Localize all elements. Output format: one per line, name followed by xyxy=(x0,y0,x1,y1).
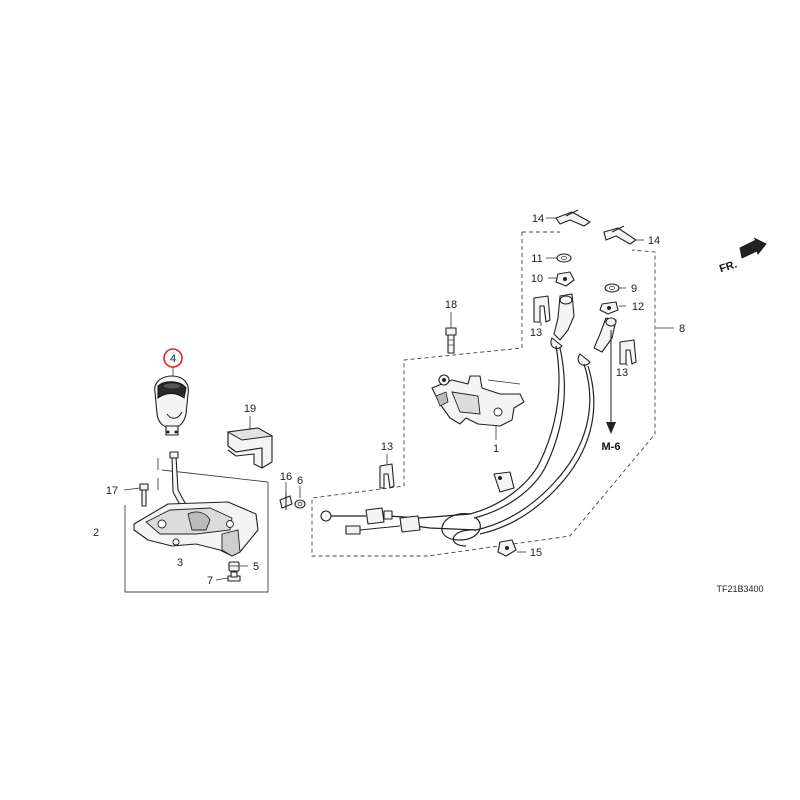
shift-cables xyxy=(320,293,617,557)
callout-6: 6 xyxy=(297,475,303,487)
callout-13-left: 13 xyxy=(381,441,393,453)
washer-6 xyxy=(294,499,306,509)
nut-12 xyxy=(599,301,619,315)
callout-4: 4 xyxy=(170,353,176,365)
callout-7: 7 xyxy=(207,575,213,587)
washer-11 xyxy=(556,253,572,263)
callout-13-mid: 13 xyxy=(530,327,542,339)
assembly-frames xyxy=(124,231,656,593)
callout-14-a: 14 xyxy=(532,213,544,225)
callout-11: 11 xyxy=(531,253,542,265)
bolt-17 xyxy=(139,483,149,507)
reference-arrow xyxy=(606,330,616,434)
clip-14-a xyxy=(555,209,591,227)
callout-16: 16 xyxy=(280,471,292,483)
bolt-18 xyxy=(445,327,457,354)
direction-label: FR. xyxy=(718,259,739,276)
clip-13-mid xyxy=(533,295,551,323)
callout-9: 9 xyxy=(631,283,637,295)
callout-13-right: 13 xyxy=(616,367,628,379)
front-direction-arrow xyxy=(739,237,767,259)
callout-10: 10 xyxy=(531,273,543,285)
callout-1: 1 xyxy=(493,443,499,455)
lever-assembly-frame xyxy=(124,458,269,593)
bracket-1 xyxy=(431,374,525,427)
shift-knob xyxy=(154,375,189,436)
callout-12: 12 xyxy=(632,301,644,313)
callout-14-b: 14 xyxy=(648,235,660,247)
callout-5: 5 xyxy=(253,561,259,573)
callout-15: 15 xyxy=(530,547,542,559)
nut-5 xyxy=(228,561,240,572)
clip-13-left xyxy=(379,463,395,489)
clip-14-b xyxy=(603,225,637,245)
reference-label: M-6 xyxy=(602,441,621,453)
diagram-code: TF21B3400 xyxy=(716,584,763,594)
clip-16 xyxy=(279,492,293,510)
shift-lever-base xyxy=(133,451,259,557)
callout-19: 19 xyxy=(244,403,256,415)
callout-labels: 4 19 17 2 3 5 7 16 6 18 1 13 13 13 14 14… xyxy=(93,213,764,594)
nut-10 xyxy=(555,271,575,287)
callout-3: 3 xyxy=(177,557,183,569)
cover-piece xyxy=(226,427,274,469)
callout-2: 2 xyxy=(93,527,99,539)
cable-assembly-frame xyxy=(311,232,656,557)
callout-18: 18 xyxy=(445,299,457,311)
callout-8: 8 xyxy=(679,323,685,335)
bolt-7 xyxy=(227,571,241,582)
washer-9 xyxy=(604,283,620,293)
callout-17: 17 xyxy=(106,485,118,497)
clip-13-right xyxy=(619,339,637,365)
